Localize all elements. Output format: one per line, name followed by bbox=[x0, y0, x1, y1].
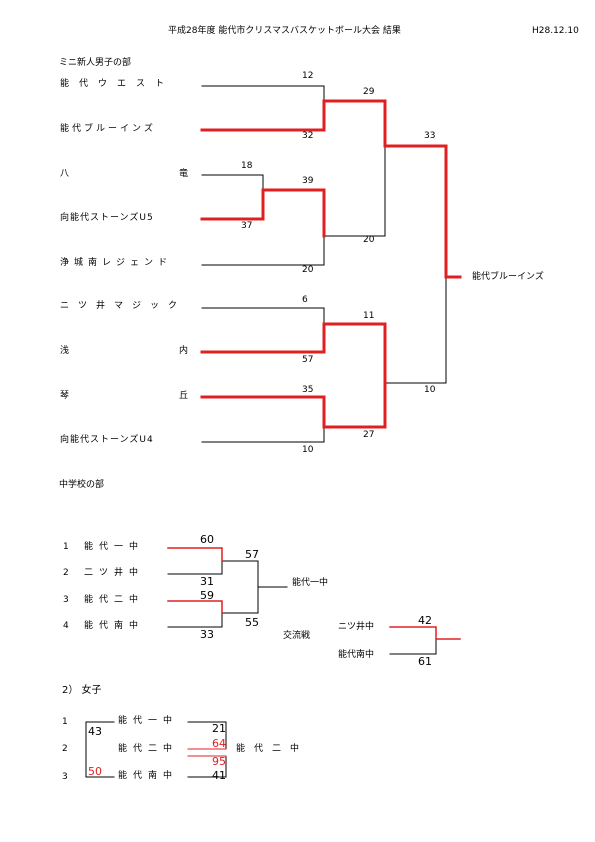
bracket-win-line bbox=[200, 99, 462, 279]
team-mini-7: 浅内 bbox=[60, 346, 188, 356]
team-girls-1: 能代一中 bbox=[118, 716, 179, 726]
team-jhs-2: 二ツ井中 bbox=[84, 568, 145, 578]
winner-mini: 能代ブルーインズ bbox=[472, 272, 544, 282]
page-title: 平成28年度 能代市クリスマスバスケットボール大会 結果 bbox=[168, 26, 401, 36]
team-jhs-no-2: 2 bbox=[63, 568, 69, 578]
score: 12 bbox=[302, 71, 314, 81]
exchange-label: 交流戦 bbox=[283, 631, 311, 641]
bracket-line bbox=[201, 174, 264, 191]
team-mini-8: 琴丘 bbox=[60, 391, 188, 401]
score: 50 bbox=[88, 765, 102, 778]
bracket-line bbox=[201, 85, 325, 102]
team-girls-no-2: 2 bbox=[62, 744, 68, 754]
bracket-line bbox=[187, 755, 227, 778]
score: 57 bbox=[302, 355, 314, 365]
score: 60 bbox=[200, 533, 214, 546]
section-jhs-title: 中学校の部 bbox=[59, 480, 105, 490]
team-jhs-no-3: 3 bbox=[63, 595, 69, 605]
team-girls-no-3: 3 bbox=[62, 772, 68, 782]
score: 11 bbox=[363, 311, 375, 321]
exchange-team-2: 能代南中 bbox=[338, 650, 375, 660]
bracket-line bbox=[187, 721, 227, 750]
team-mini-5: 浄城南レジェンド bbox=[60, 258, 173, 268]
team-jhs-no-4: 4 bbox=[63, 621, 69, 631]
section-girls-title: 2） 女子 bbox=[62, 685, 102, 696]
score: 35 bbox=[302, 385, 314, 395]
bracket-win-line bbox=[167, 547, 223, 562]
bracket-line bbox=[201, 307, 325, 325]
score: 18 bbox=[241, 161, 253, 171]
bracket-line bbox=[389, 638, 437, 655]
score: 55 bbox=[245, 616, 259, 629]
score: 10 bbox=[302, 445, 314, 455]
team-girls-2: 能代二中 bbox=[118, 744, 179, 754]
team-jhs-1: 能代一中 bbox=[84, 542, 145, 552]
team-mini-6: ニツ井マジック bbox=[60, 301, 187, 311]
score: 42 bbox=[418, 614, 432, 627]
score: 20 bbox=[363, 235, 375, 245]
score: 64 bbox=[212, 737, 226, 750]
score: 41 bbox=[212, 769, 226, 782]
team-mini-1: 能代ウエスト bbox=[60, 79, 175, 89]
score: 37 bbox=[241, 221, 253, 231]
team-jhs-3: 能代二中 bbox=[84, 595, 145, 605]
score: 33 bbox=[424, 131, 436, 141]
team-mini-9: 向能代ストーンズU4 bbox=[60, 435, 154, 445]
team-girls-3: 能代南中 bbox=[118, 771, 179, 781]
score: 57 bbox=[245, 548, 259, 561]
score: 61 bbox=[418, 655, 432, 668]
section-mini-title: ミニ新人男子の部 bbox=[59, 58, 132, 68]
score: 29 bbox=[363, 87, 375, 97]
bracket-win-line bbox=[167, 600, 223, 614]
bracket-line bbox=[384, 276, 447, 384]
score: 6 bbox=[302, 295, 308, 305]
score: 95 bbox=[212, 755, 226, 768]
bracket-line bbox=[85, 721, 115, 778]
bracket-line bbox=[167, 560, 223, 575]
score: 39 bbox=[302, 176, 314, 186]
winner-jhs: 能代一中 bbox=[292, 578, 329, 588]
score: 32 bbox=[302, 131, 314, 141]
team-jhs-4: 能代南中 bbox=[84, 621, 145, 631]
score: 20 bbox=[302, 265, 314, 275]
score: 21 bbox=[212, 722, 226, 735]
score: 27 bbox=[363, 430, 375, 440]
team-girls-no-1: 1 bbox=[62, 717, 68, 727]
bracket-line bbox=[323, 145, 386, 237]
bracket-line bbox=[201, 235, 325, 266]
team-mini-4: 向能代ストーンズU5 bbox=[60, 213, 154, 223]
score: 33 bbox=[200, 628, 214, 641]
team-jhs-no-1: 1 bbox=[63, 542, 69, 552]
bracket-line bbox=[221, 560, 259, 614]
date-label: H28.12.10 bbox=[532, 26, 579, 36]
score: 31 bbox=[200, 575, 214, 588]
winner-girls: 能代二中 bbox=[236, 744, 309, 754]
bracket-win-line bbox=[200, 322, 387, 385]
score: 43 bbox=[88, 725, 102, 738]
exchange-team-1: ニツ井中 bbox=[338, 622, 375, 632]
bracket-win-line bbox=[389, 626, 461, 640]
bracket-line bbox=[167, 612, 223, 628]
score: 59 bbox=[200, 589, 214, 602]
bracket-line bbox=[201, 426, 325, 443]
team-mini-3: 八竜 bbox=[60, 169, 188, 179]
team-mini-2: 能代ブルーインズ bbox=[60, 124, 156, 134]
bracket-win-line bbox=[200, 188, 326, 238]
bracket-win-line bbox=[200, 381, 387, 429]
score: 10 bbox=[424, 385, 436, 395]
